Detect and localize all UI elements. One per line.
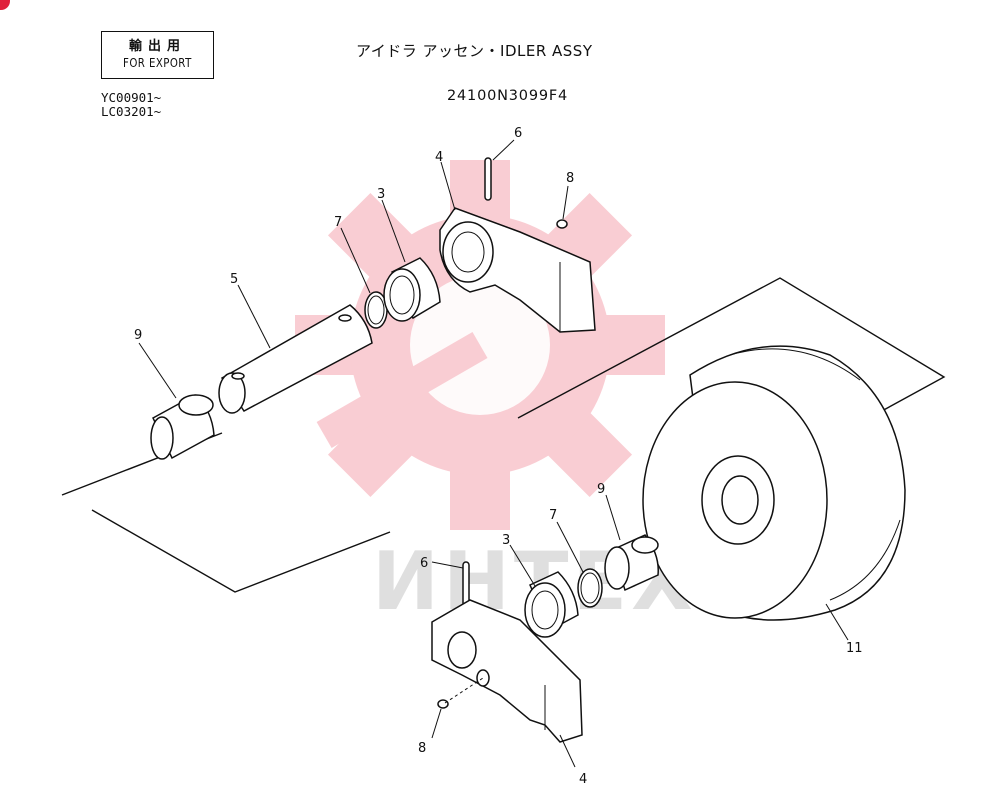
part-11-idler-wheel bbox=[642, 345, 906, 641]
callout-6-bottom: 6 bbox=[420, 556, 428, 571]
part-7-bottom-oring bbox=[556, 521, 603, 608]
export-label-jp: 輸出用 bbox=[128, 39, 186, 54]
serial-range-1: YC00901~ bbox=[101, 90, 162, 105]
part-6-top-pin bbox=[484, 139, 515, 201]
part-6-bottom-pin bbox=[431, 561, 470, 607]
callout-7-top: 7 bbox=[334, 215, 342, 230]
callout-3-bottom: 3 bbox=[502, 533, 510, 548]
serial-ranges: YC00901~ LC03201~ bbox=[101, 91, 161, 119]
callout-4-bottom: 4 bbox=[579, 772, 587, 787]
serial-range-2: LC03201~ bbox=[101, 104, 162, 119]
part-8-top-plug bbox=[556, 185, 569, 229]
callout-8-bottom: 8 bbox=[418, 741, 426, 756]
part-5-shaft bbox=[218, 284, 373, 414]
part-9-left-bushing bbox=[138, 342, 215, 460]
callout-7-bottom: 7 bbox=[549, 508, 557, 523]
callout-4-top: 4 bbox=[435, 150, 443, 165]
part-4-bottom-bracket bbox=[431, 599, 583, 768]
callout-11: 11 bbox=[846, 641, 863, 656]
callout-6-top: 6 bbox=[514, 126, 522, 141]
part-3-bottom-seal bbox=[509, 544, 579, 638]
callout-3-top: 3 bbox=[377, 187, 385, 202]
assembly-title: アイドラ アッセン・IDLER ASSY bbox=[356, 42, 593, 60]
export-label-en: FOR EXPORT bbox=[123, 56, 192, 70]
assembly-part-number: 24100N3099F4 bbox=[447, 88, 569, 104]
corner-badge bbox=[0, 0, 10, 10]
part-9-right-bushing bbox=[604, 494, 659, 592]
callout-9-right: 9 bbox=[597, 482, 605, 497]
callout-9-left: 9 bbox=[134, 328, 142, 343]
part-8-bottom-plug bbox=[431, 677, 484, 739]
callout-5: 5 bbox=[230, 272, 238, 287]
part-3-top-seal bbox=[381, 199, 441, 322]
callout-8-top: 8 bbox=[566, 171, 574, 186]
export-label-box: 輸出用 FOR EXPORT bbox=[101, 31, 214, 79]
part-4-top-bracket bbox=[439, 161, 596, 333]
part-7-top-oring bbox=[340, 227, 388, 329]
